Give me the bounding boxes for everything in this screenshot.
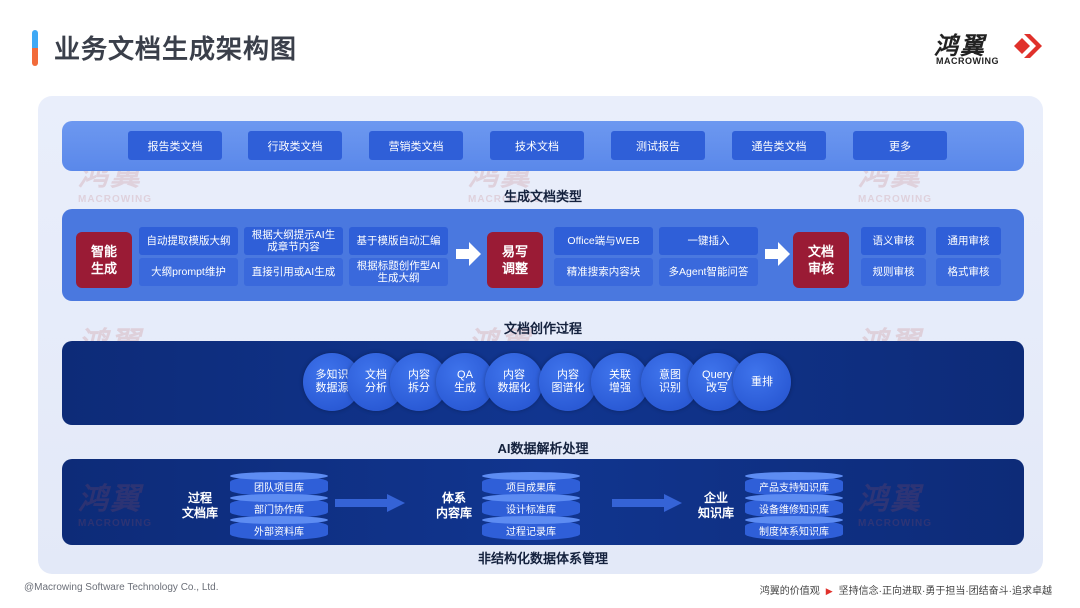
doc-type-admin[interactable]: 行政类文档	[248, 131, 342, 160]
doc-type-more[interactable]: 更多	[853, 131, 947, 160]
ai-parse-label: AI数据解析处理	[497, 441, 589, 456]
db-layer[interactable]: 设备维修知识库	[745, 494, 843, 518]
system-content-lib-label: 体系内容库	[435, 491, 472, 520]
page-title: 业务文档生成架构图	[54, 34, 298, 64]
arrow-right-icon	[765, 242, 790, 266]
proc-format-review[interactable]: 格式审核	[936, 258, 1001, 286]
proc-precise-search[interactable]: 精准搜索内容块	[554, 258, 653, 286]
edit-box: 易写调整	[487, 232, 543, 288]
proc-office-web[interactable]: Office端与WEB	[554, 227, 653, 255]
process-doc-lib-stack: 团队项目库 部门协作库 外部资料库	[230, 472, 328, 540]
doc-types-label: 生成文档类型	[503, 189, 582, 204]
db-layer[interactable]: 团队项目库	[230, 472, 328, 496]
creation-label: 文档创作过程	[503, 321, 582, 336]
proc-auto-outline[interactable]: 自动提取模版大纲	[139, 227, 238, 255]
enterprise-kb-label: 企业知识库	[697, 491, 734, 520]
review-box: 文档审核	[793, 232, 849, 288]
ai-step-enhance: 关联增强	[591, 353, 649, 411]
process-doc-lib-label: 过程文档库	[181, 491, 218, 520]
arrow-right-icon	[612, 494, 682, 512]
db-layer[interactable]: 设计标准库	[482, 494, 580, 518]
db-layer[interactable]: 部门协作库	[230, 494, 328, 518]
doc-type-test[interactable]: 测试报告	[611, 131, 705, 160]
logo-diamond-icon	[1014, 34, 1042, 58]
doc-type-notice[interactable]: 通告类文档	[732, 131, 826, 160]
doc-type-report[interactable]: 报告类文档	[128, 131, 222, 160]
proc-general-review[interactable]: 通用审核	[936, 227, 1001, 255]
ai-step-datafy: 内容数据化	[485, 353, 543, 411]
arrow-right-icon	[456, 242, 481, 266]
logo-en-text: MACROWING	[936, 56, 999, 66]
logo-cn-text: 鸿翼	[934, 33, 986, 60]
db-layer[interactable]: 制度体系知识库	[745, 516, 843, 540]
proc-template-compile[interactable]: 基于模版自动汇编	[349, 227, 448, 255]
proc-multi-agent-qa[interactable]: 多Agent智能问答	[659, 258, 758, 286]
proc-quote-or-ai[interactable]: 直接引用或AI生成	[244, 258, 343, 286]
proc-one-click-insert[interactable]: 一键插入	[659, 227, 758, 255]
doc-type-marketing[interactable]: 营销类文档	[369, 131, 463, 160]
proc-ai-chapter[interactable]: 根据大纲提示AI生成章节内容	[244, 227, 343, 255]
triangle-right-icon: ▶	[825, 586, 833, 596]
arrow-right-icon	[335, 494, 405, 512]
values-label: 鸿翼的价值观	[759, 586, 820, 597]
enterprise-kb-stack: 产品支持知识库 设备维修知识库 制度体系知识库	[745, 472, 843, 540]
ai-step-rerank: 重排	[733, 353, 791, 411]
db-layer[interactable]: 产品支持知识库	[745, 472, 843, 496]
creation-band	[62, 209, 1024, 301]
values-footer: 鸿翼的价值观 ▶ 坚持信念·正向进取·勇于担当·团结奋斗·追求卓越	[760, 582, 1052, 597]
system-content-lib-stack: 项目成果库 设计标准库 过程记录库	[482, 472, 580, 540]
proc-title-outline[interactable]: 根据标题创作型AI生成大纲	[349, 258, 448, 286]
title-accent-bar	[32, 30, 38, 66]
db-layer[interactable]: 过程记录库	[482, 516, 580, 540]
copyright-text: @Macrowing Software Technology Co., Ltd.	[24, 582, 219, 593]
proc-semantic-review[interactable]: 语义审核	[861, 227, 926, 255]
smart-gen-box: 智能生成	[76, 232, 132, 288]
data-mgmt-label: 非结构化数据体系管理	[477, 551, 608, 566]
doc-type-tech[interactable]: 技术文档	[490, 131, 584, 160]
macrowing-logo: 鸿翼 MACROWING	[934, 26, 1050, 70]
proc-rule-review[interactable]: 规则审核	[861, 258, 926, 286]
ai-step-graph: 内容图谱化	[539, 353, 597, 411]
db-layer[interactable]: 外部资料库	[230, 516, 328, 540]
db-layer[interactable]: 项目成果库	[482, 472, 580, 496]
proc-prompt-maintain[interactable]: 大纲prompt维护	[139, 258, 238, 286]
values-text: 坚持信念·正向进取·勇于担当·团结奋斗·追求卓越	[838, 586, 1052, 597]
